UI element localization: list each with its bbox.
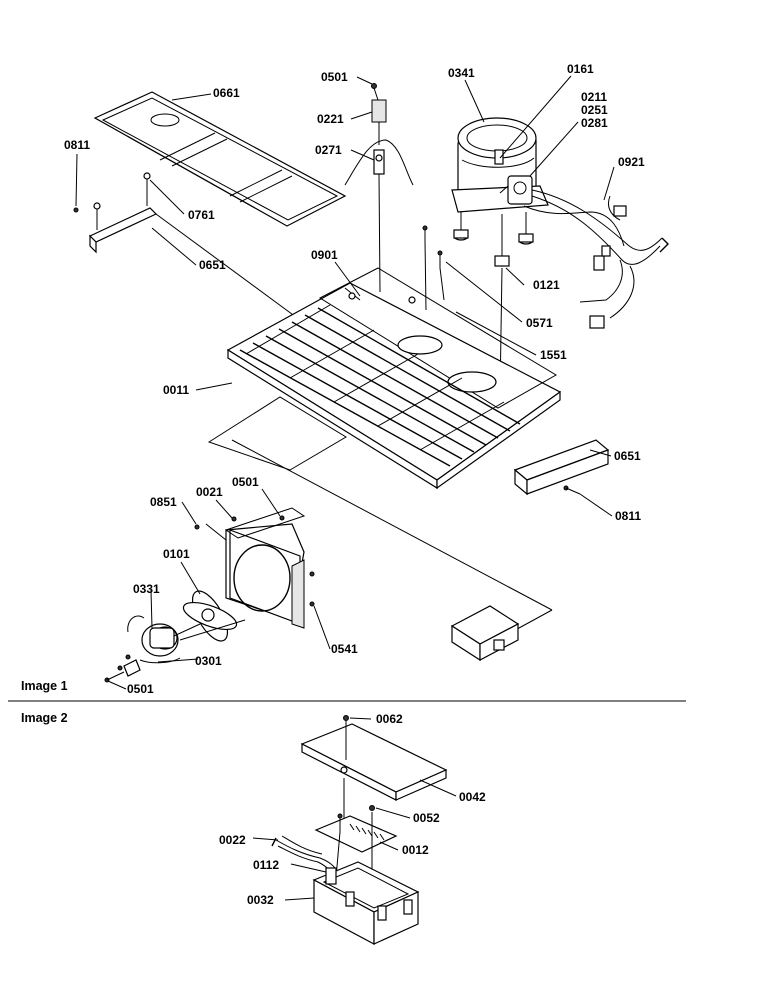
callout-labels: 0661 0811 0761 0651 0501 0221 0271 0341 … [21, 62, 645, 907]
callout-0851: 0851 [150, 495, 177, 509]
callout-0921: 0921 [618, 155, 645, 169]
section-label-image2: Image 2 [21, 711, 68, 725]
callout-0501-bottom: 0501 [127, 682, 154, 696]
callout-0661: 0661 [213, 86, 240, 100]
callout-0271: 0271 [315, 143, 342, 157]
fan-shroud-part [194, 507, 315, 629]
compressor-part [451, 117, 549, 396]
callout-0501-mid: 0501 [232, 475, 259, 489]
clip-0571-part [422, 225, 445, 311]
callout-0012: 0012 [402, 843, 429, 857]
callout-0022: 0022 [219, 833, 246, 847]
fan-motor-part [127, 615, 201, 664]
control-housing-part [312, 861, 420, 945]
callout-0032: 0032 [247, 893, 274, 907]
callout-0811: 0811 [64, 138, 90, 152]
callout-0062: 0062 [376, 712, 403, 726]
callout-0042: 0042 [459, 790, 486, 804]
callout-0761: 0761 [188, 208, 215, 222]
callout-0901: 0901 [311, 248, 338, 262]
callout-0221: 0221 [317, 112, 344, 126]
callout-0281: 0281 [581, 116, 608, 130]
callout-0052: 0052 [413, 811, 440, 825]
wiring-harness-part [523, 189, 669, 329]
board-components [349, 823, 385, 841]
section-label-image1: Image 1 [21, 679, 68, 693]
callout-0101: 0101 [163, 547, 190, 561]
callout-0501: 0501 [321, 70, 348, 84]
callout-0571: 0571 [526, 316, 553, 330]
callout-0251: 0251 [581, 103, 608, 117]
bracket-left-part [73, 172, 158, 254]
base-plate-part [226, 267, 562, 490]
callout-0161: 0161 [567, 62, 594, 76]
top-cover-part [93, 91, 347, 227]
callout-0011: 0011 [163, 383, 189, 397]
callout-0021: 0021 [196, 485, 223, 499]
condenser-coil [239, 304, 521, 467]
control-cover-part [300, 715, 448, 832]
callout-0331: 0331 [133, 582, 160, 596]
thermostat-clip-part [344, 83, 414, 293]
callout-0811-right: 0811 [615, 509, 641, 523]
callout-0341: 0341 [448, 66, 475, 80]
leader-lines [75, 75, 615, 901]
callout-0541: 0541 [331, 642, 358, 656]
control-board-part [314, 805, 398, 894]
callout-0301: 0301 [195, 654, 222, 668]
callout-1551: 1551 [540, 348, 567, 362]
callout-0651-right: 0651 [614, 449, 641, 463]
bracket-right-part [513, 439, 610, 496]
callout-0211: 0211 [581, 90, 607, 104]
fan-blade-part [182, 590, 238, 642]
callout-0112: 0112 [253, 858, 279, 872]
callout-0651: 0651 [199, 258, 226, 272]
callout-0121: 0121 [533, 278, 560, 292]
control-module-cover-part [450, 605, 520, 662]
